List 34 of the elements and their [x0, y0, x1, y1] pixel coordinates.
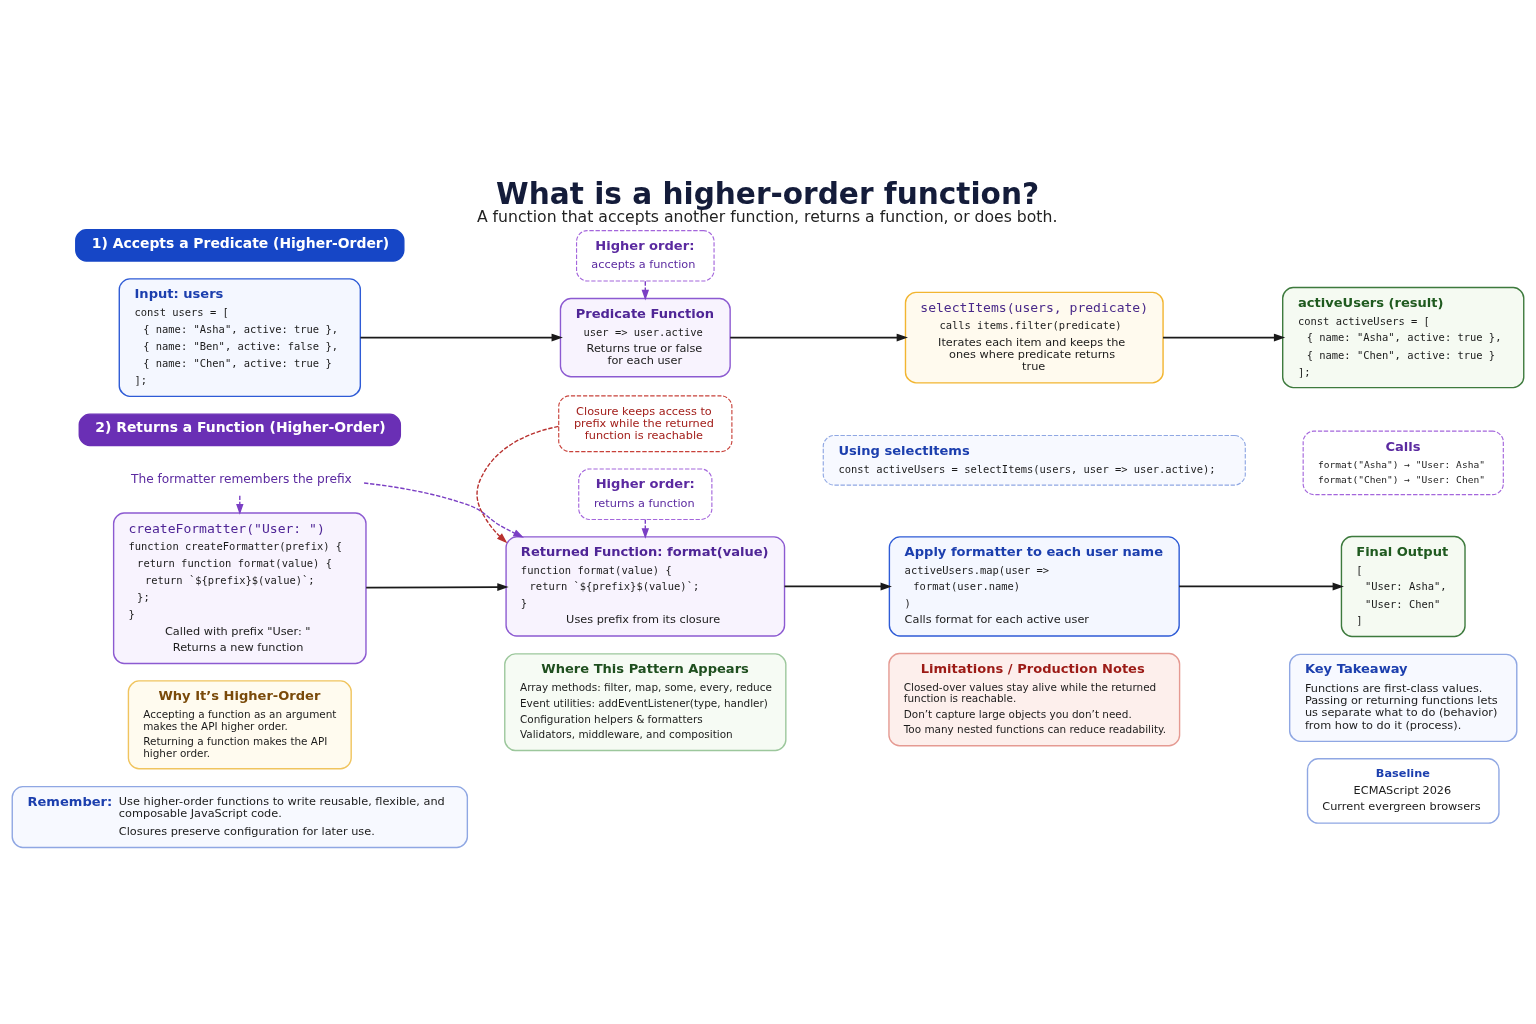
node-box: Calls format("Asha") → "User: Asha" format("Chen") → "User: Chen"	[1302, 430, 1504, 495]
node-box: Higher order: returns a function	[578, 467, 713, 520]
arrow	[363, 481, 524, 538]
node-box: Where This Pattern Appears Array methods: filter, map, some, every, reduce Event utilities: addEventListener(type, handler) Configuration helpers & formatters Validators, middleware, and composition	[504, 652, 787, 751]
node-box: activeUsers (result) const activeUsers = [ { name: "Asha", active: true }, { name: "Chen", active: true } ];	[1282, 286, 1525, 388]
node-box: Higher order: accepts a function	[576, 229, 715, 282]
arrow	[641, 518, 650, 539]
node-box: Key Takeaway Functions are first-class values. Passing or returning functions lets us separate what to do (behavior) from how to do it (process).	[1288, 653, 1518, 742]
node-box: Closure keeps access to prefix while the returned function is reachable	[558, 394, 733, 452]
arrow	[1178, 582, 1344, 590]
node-box: Final Output [ "User: Asha", "User: Chen" ]	[1340, 535, 1466, 637]
arrow	[476, 425, 560, 543]
node-box: Remember: Use higher-order functions to write reusable, flexible, and composable JavaScript code. Closures preserve configuration for later use.	[11, 785, 469, 848]
node-box: Returned Function: format(value) function format(value) { return `${prefix}$(value)`; } Uses prefix from its closure	[505, 535, 786, 637]
diagram-title: What is a higher-order function?	[496, 176, 1040, 211]
node-box: Why It’s Higher-Order Accepting a function as an argument makes the API higher order. Returning a function makes the API higher order.	[127, 679, 352, 769]
node-box: 2) Returns a Function (Higher-Order)	[78, 412, 402, 446]
node-box: Limitations / Production Notes Closed-over values stay alive while the returned function is reachable. Don’t capture large objects you don’t need. Too many nested functions can reduce readability.	[888, 652, 1181, 746]
node-box: Apply formatter to each user name activeUsers.map(user => format(user.name) ) Calls format for each active user	[888, 535, 1180, 637]
arrow	[729, 333, 908, 342]
node-box: Predicate Function user => user.active Returns true or false for each user	[559, 297, 731, 377]
node-box: Baseline ECMAScript 2026 Current evergreen browsers	[1306, 757, 1500, 824]
node-box: 1) Accepts a Predicate (Higher-Order)	[75, 228, 405, 262]
arrow	[365, 582, 509, 591]
arrow	[236, 494, 244, 515]
node-box: Input: users const users = [ { name: "Asha", active: true }, { name: "Ben", active: false }, { name: "Chen", active: true } ];	[118, 277, 361, 397]
node-text: The formatter remembers the prefix	[131, 471, 352, 486]
node-box: Using selectItems const activeUsers = selectItems(users, user => user.active);	[822, 434, 1246, 486]
arrow	[641, 280, 650, 300]
arrow	[359, 333, 563, 342]
arrow	[1162, 333, 1286, 342]
node-box: createFormatter("User: ") function createFormatter(prefix) { return function format(value) { return `${prefix}$(value)`; }; } Called with prefix "User: " Returns a new function	[112, 511, 367, 664]
node-box: selectItems(users, predicate) calls items.filter(predicate) Iterates each item and keeps the ones where predicate returns true	[904, 291, 1164, 384]
arrow	[783, 582, 892, 590]
